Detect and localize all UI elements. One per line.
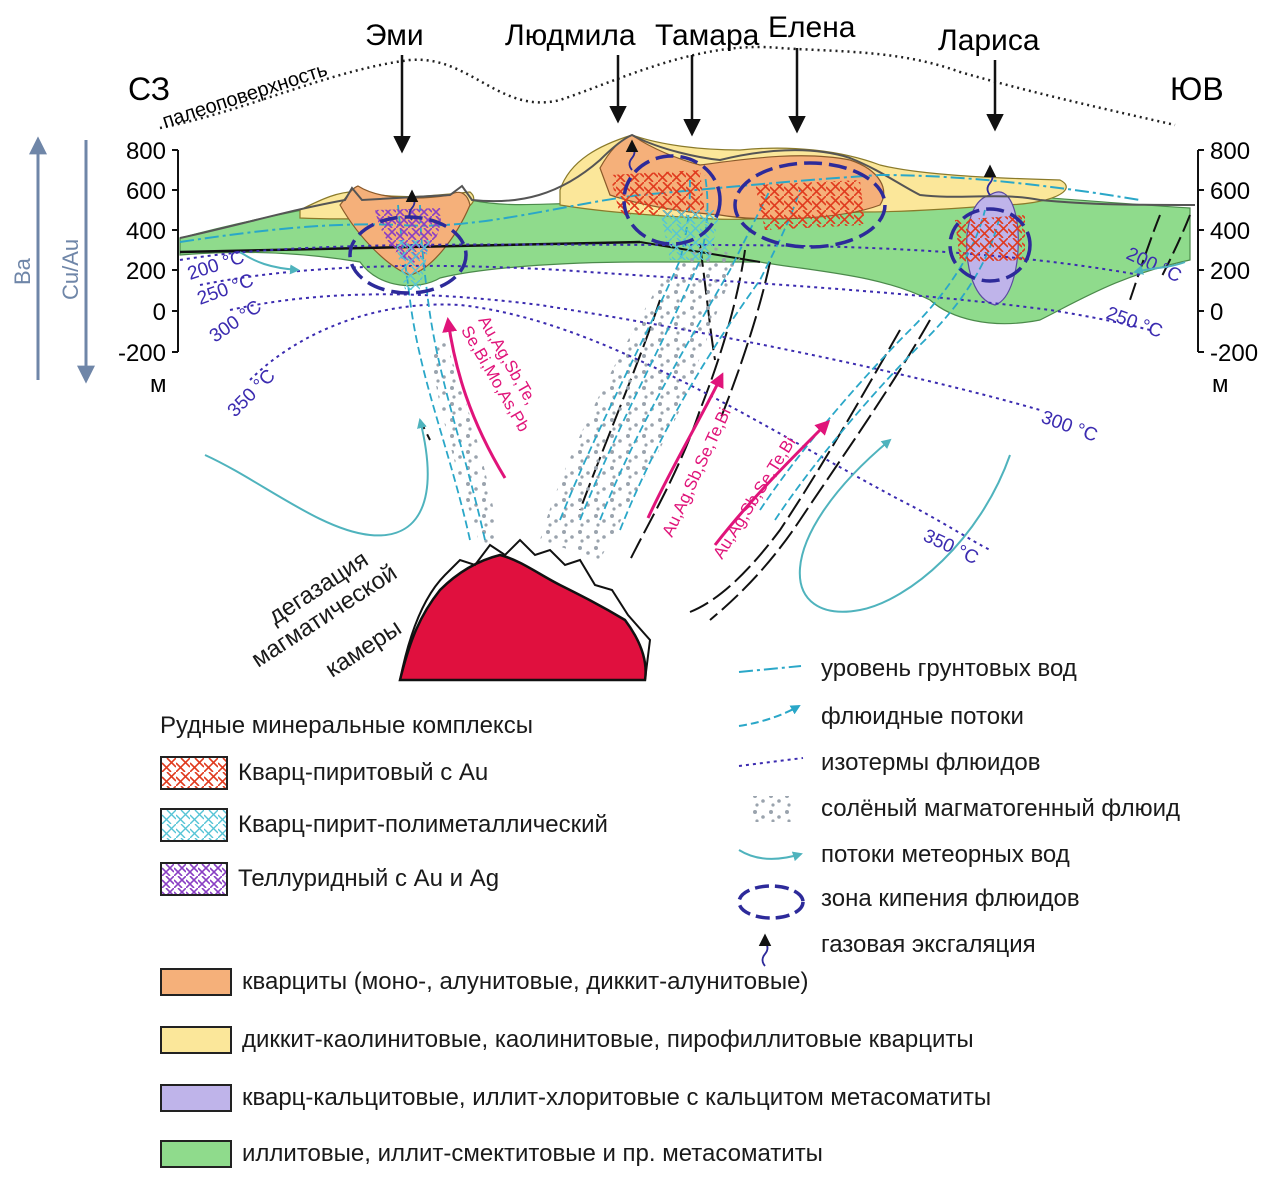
symbol-legend-groundwater: уровень грунтовых вод xyxy=(735,652,1077,686)
saline-fluid-columns xyxy=(430,245,740,560)
depth-tick-label: 400 xyxy=(126,218,166,245)
alteration-legend-quartzite: кварциты (моно-, алунитовые, диккит-алун… xyxy=(160,968,809,996)
trend-axis: Ba Cu/Au xyxy=(10,140,86,380)
ore-legend-title: Рудные минеральные комплексы xyxy=(160,712,533,740)
polymetallic-stockwork-tamara xyxy=(660,210,720,260)
groundwater-line-icon xyxy=(735,652,807,686)
meteoric-flow-arrow-icon xyxy=(735,838,807,872)
deposit-markers: Эми Людмила Тамара Елена Лариса xyxy=(365,11,1040,150)
quartz-pyrite-stockwork-elena xyxy=(755,180,865,230)
alteration-legend-label: кварциты (моно-, алунитовые, диккит-алун… xyxy=(242,968,809,996)
degassing-label: дегазация магматической камеры xyxy=(247,546,407,683)
symbol-legend-saline-fluid: солёный магматогенный флюид xyxy=(735,792,1180,826)
gas-exhalation-squiggle-icon xyxy=(735,928,807,962)
direction-nw: СЗ xyxy=(128,71,170,107)
depth-tick-label: 0 xyxy=(153,299,166,326)
symbol-legend-label: газовая эксгаляция xyxy=(821,931,1036,959)
deposit-label-larisa: Лариса xyxy=(938,24,1040,57)
ore-legend-item-quartz-pyrite: Кварц-пиритовый с Au xyxy=(160,756,488,790)
depth-tick-label: 800 xyxy=(1210,138,1250,165)
depth-tick-label: 600 xyxy=(1210,178,1250,205)
isotherm-label: 250 °C xyxy=(1103,303,1165,343)
symbol-legend-isotherm: изотермы флюидов xyxy=(735,746,1041,780)
boiling-zone-ellipse-icon xyxy=(735,882,807,916)
depth-unit: м xyxy=(1212,371,1229,398)
symbol-legend-label: флюидные потоки xyxy=(821,703,1024,731)
quartzite-swatch xyxy=(160,968,232,996)
symbol-legend-fluid-flow: флюидные потоки xyxy=(735,700,1024,734)
saline-fluid-dots-icon xyxy=(735,792,807,826)
quartz-pyrite-stockwork-larisa xyxy=(955,215,1025,262)
symbol-legend-gas-exhalation: газовая эксгаляция xyxy=(735,928,1036,962)
isotherm-label: 350 °C xyxy=(920,525,982,569)
meteoric-flow-left-top xyxy=(240,252,298,270)
ore-legend-label: Теллуридный с Au и Ag xyxy=(238,865,499,893)
ba-label: Ba xyxy=(10,257,35,285)
deposit-label-emi: Эми xyxy=(365,19,424,52)
depth-axis-right: 800 600 400 200 0 -200 м xyxy=(1198,138,1258,398)
quartz-pyrite-swatch xyxy=(160,756,228,790)
paleosurface-label: палеоповерхность xyxy=(160,59,330,133)
alteration-legend-label: кварц-кальцитовые, иллит-хлоритовые с ка… xyxy=(242,1084,991,1112)
depth-tick-label: 0 xyxy=(1210,299,1223,326)
paleosurface-line xyxy=(160,47,1175,128)
ore-legend-label: Кварц-пиритовый с Au xyxy=(238,759,488,787)
telluride-swatch xyxy=(160,862,228,896)
symbol-legend-boiling-zone: зона кипения флюидов xyxy=(735,882,1080,916)
alteration-legend-dickite: диккит-каолинитовые, каолинитовые, пироф… xyxy=(160,1026,974,1054)
deposit-label-tamara: Тамара xyxy=(655,19,760,52)
isotherm-label: 300 °C xyxy=(1038,407,1100,447)
magma-chamber xyxy=(400,555,646,680)
depth-unit: м xyxy=(150,371,167,398)
ore-legend-label: Кварц-пирит-полиметаллический xyxy=(238,811,608,839)
deposit-label-elena: Елена xyxy=(768,11,856,44)
direction-se: ЮВ xyxy=(1170,71,1224,107)
cuau-label: Cu/Au xyxy=(58,239,83,300)
polymetallic-swatch xyxy=(160,808,228,842)
deposit-label-lyudmila: Людмила xyxy=(505,19,636,52)
alteration-legend-illite: иллитовые, иллит-смектитовые и пр. метас… xyxy=(160,1140,823,1168)
depth-tick-label: 400 xyxy=(1210,218,1250,245)
isotherm-line-icon xyxy=(735,746,807,780)
meteoric-flow-right xyxy=(800,440,1010,612)
depth-tick-label: 800 xyxy=(126,138,166,165)
symbol-legend-label: уровень грунтовых вод xyxy=(821,655,1077,683)
element-arrow-label-emi: Au,Ag,Sb,Te,Se,Bi,Mo,As,Pb xyxy=(457,313,550,436)
depth-tick-label: 200 xyxy=(1210,258,1250,285)
ore-legend-item-telluride: Теллуридный с Au и Ag xyxy=(160,862,499,896)
alteration-legend-quartz-calcite: кварц-кальцитовые, иллит-хлоритовые с ка… xyxy=(160,1084,991,1112)
dickite-kaolinite-swatch xyxy=(160,1026,232,1054)
meteoric-flow-left xyxy=(205,420,428,535)
symbol-legend-label: зона кипения флюидов xyxy=(821,885,1080,913)
depth-tick-label: -200 xyxy=(118,340,166,367)
isotherm-label: 350 °C xyxy=(224,365,280,421)
depth-tick-label: 600 xyxy=(126,178,166,205)
ore-legend-item-polymetallic: Кварц-пирит-полиметаллический xyxy=(160,808,608,842)
symbol-legend-meteoric: потоки метеорных вод xyxy=(735,838,1070,872)
fluid-flow-arrow-icon xyxy=(735,700,807,734)
depth-tick-label: 200 xyxy=(126,258,166,285)
depth-axis-left: 800 600 400 200 0 -200 м xyxy=(118,138,178,398)
alteration-legend-label: диккит-каолинитовые, каолинитовые, пироф… xyxy=(242,1026,974,1054)
symbol-legend-label: изотермы флюидов xyxy=(821,749,1041,777)
symbol-legend-label: потоки метеорных вод xyxy=(821,841,1070,869)
illite-swatch xyxy=(160,1140,232,1168)
alteration-legend-label: иллитовые, иллит-смектитовые и пр. метас… xyxy=(242,1140,823,1168)
depth-tick-label: -200 xyxy=(1210,340,1258,367)
element-arrow-label-larisa: Au,Ag,Sb,Se,Te,Bi xyxy=(709,433,799,562)
quartz-calcite-swatch xyxy=(160,1084,232,1112)
symbol-legend-label: солёный магматогенный флюид xyxy=(821,795,1180,823)
